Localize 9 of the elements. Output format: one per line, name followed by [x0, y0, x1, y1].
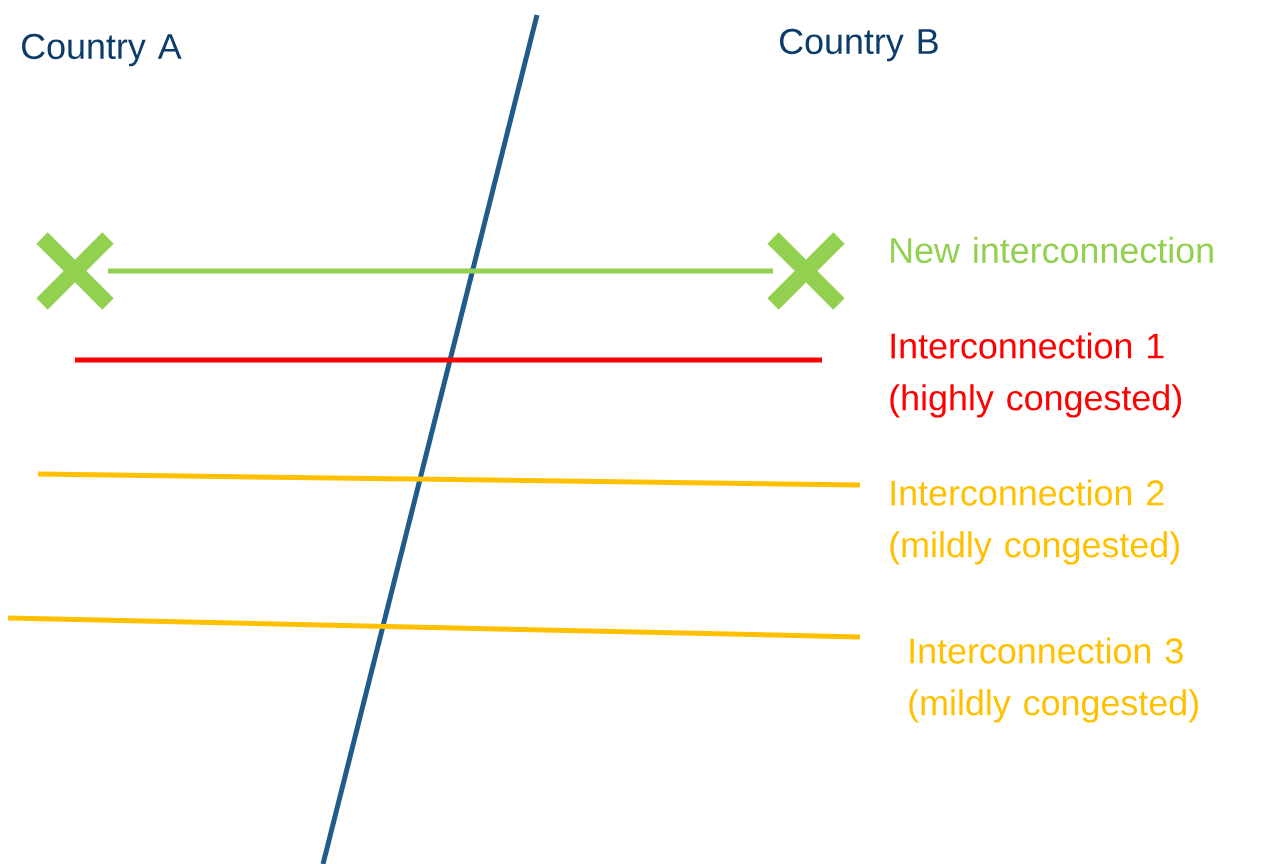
line-label: Interconnection 3 (mildly congested): [909, 637, 1198, 723]
line-label: Interconnection 1 (highly congested): [890, 332, 1181, 418]
line-label: New interconnection: [891, 236, 1213, 264]
interconnection-line: [108, 268, 773, 274]
cross-mark: [765, 230, 847, 312]
country-name: Country A: [22, 33, 182, 67]
cross-mark: [34, 230, 116, 312]
line-label: Interconnection 2 (mildly congested): [890, 479, 1179, 565]
country-name: Country B: [780, 28, 938, 62]
